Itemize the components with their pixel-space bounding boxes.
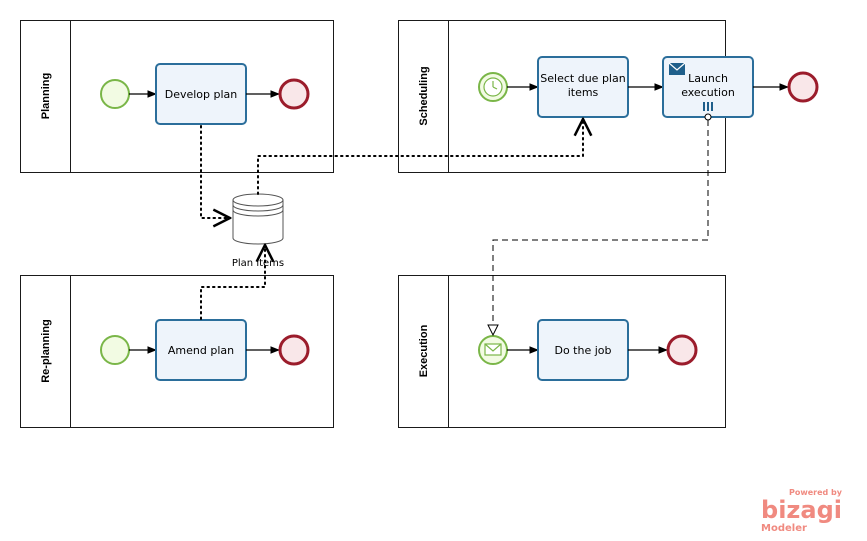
pool-label-planning: Planning xyxy=(40,73,52,119)
end-event-scheduling[interactable] xyxy=(787,71,819,103)
branding-brand: bizagi xyxy=(761,496,842,524)
message-flow-origin xyxy=(704,113,712,121)
task-label-do-job: Do the job xyxy=(554,344,611,357)
association-store-to-select[interactable] xyxy=(257,119,583,195)
task-label-launch-line1: Launch xyxy=(688,72,728,85)
association-develop-to-store[interactable] xyxy=(200,125,230,218)
pool-label-execution: Execution xyxy=(418,324,430,377)
start-event-planning[interactable] xyxy=(100,79,130,109)
task-label-select-line2: items xyxy=(568,86,599,99)
data-store-plan-items[interactable] xyxy=(232,193,284,245)
send-message-icon xyxy=(668,62,686,75)
task-label-amend-plan: Amend plan xyxy=(168,344,234,357)
end-event-replanning[interactable] xyxy=(278,334,310,366)
message-start-event-execution[interactable] xyxy=(478,335,508,365)
pool-label-replanning: Re-planning xyxy=(40,319,52,383)
task-label-select-line1: Select due plan xyxy=(540,72,625,85)
task-develop-plan[interactable]: Develop plan xyxy=(155,63,247,125)
task-label-develop-plan: Develop plan xyxy=(165,88,238,101)
envelope-icon xyxy=(484,343,502,356)
task-select-due-plan-items[interactable]: Select due plan items xyxy=(537,56,629,118)
task-launch-execution[interactable]: Launch execution xyxy=(662,56,754,118)
task-amend-plan[interactable]: Amend plan xyxy=(155,319,247,381)
task-label-launch-line2: execution xyxy=(681,86,735,99)
branding-product: Modeler xyxy=(761,523,807,534)
branding-powered-by: Powered by xyxy=(789,488,843,497)
end-event-planning[interactable] xyxy=(278,78,310,110)
end-event-execution[interactable] xyxy=(666,334,698,366)
timer-start-event-scheduling[interactable] xyxy=(478,72,508,102)
data-store-label: Plan items xyxy=(232,258,284,269)
start-event-replanning[interactable] xyxy=(100,335,130,365)
message-flow-launch-to-execution[interactable] xyxy=(493,120,709,335)
association-amend-to-store[interactable] xyxy=(200,245,265,320)
multi-instance-icon xyxy=(703,102,713,111)
task-do-the-job[interactable]: Do the job xyxy=(537,319,629,381)
bizagi-logo: Powered by bizagi Modeler xyxy=(761,488,843,534)
pool-label-scheduling: Scheduling xyxy=(418,66,430,125)
